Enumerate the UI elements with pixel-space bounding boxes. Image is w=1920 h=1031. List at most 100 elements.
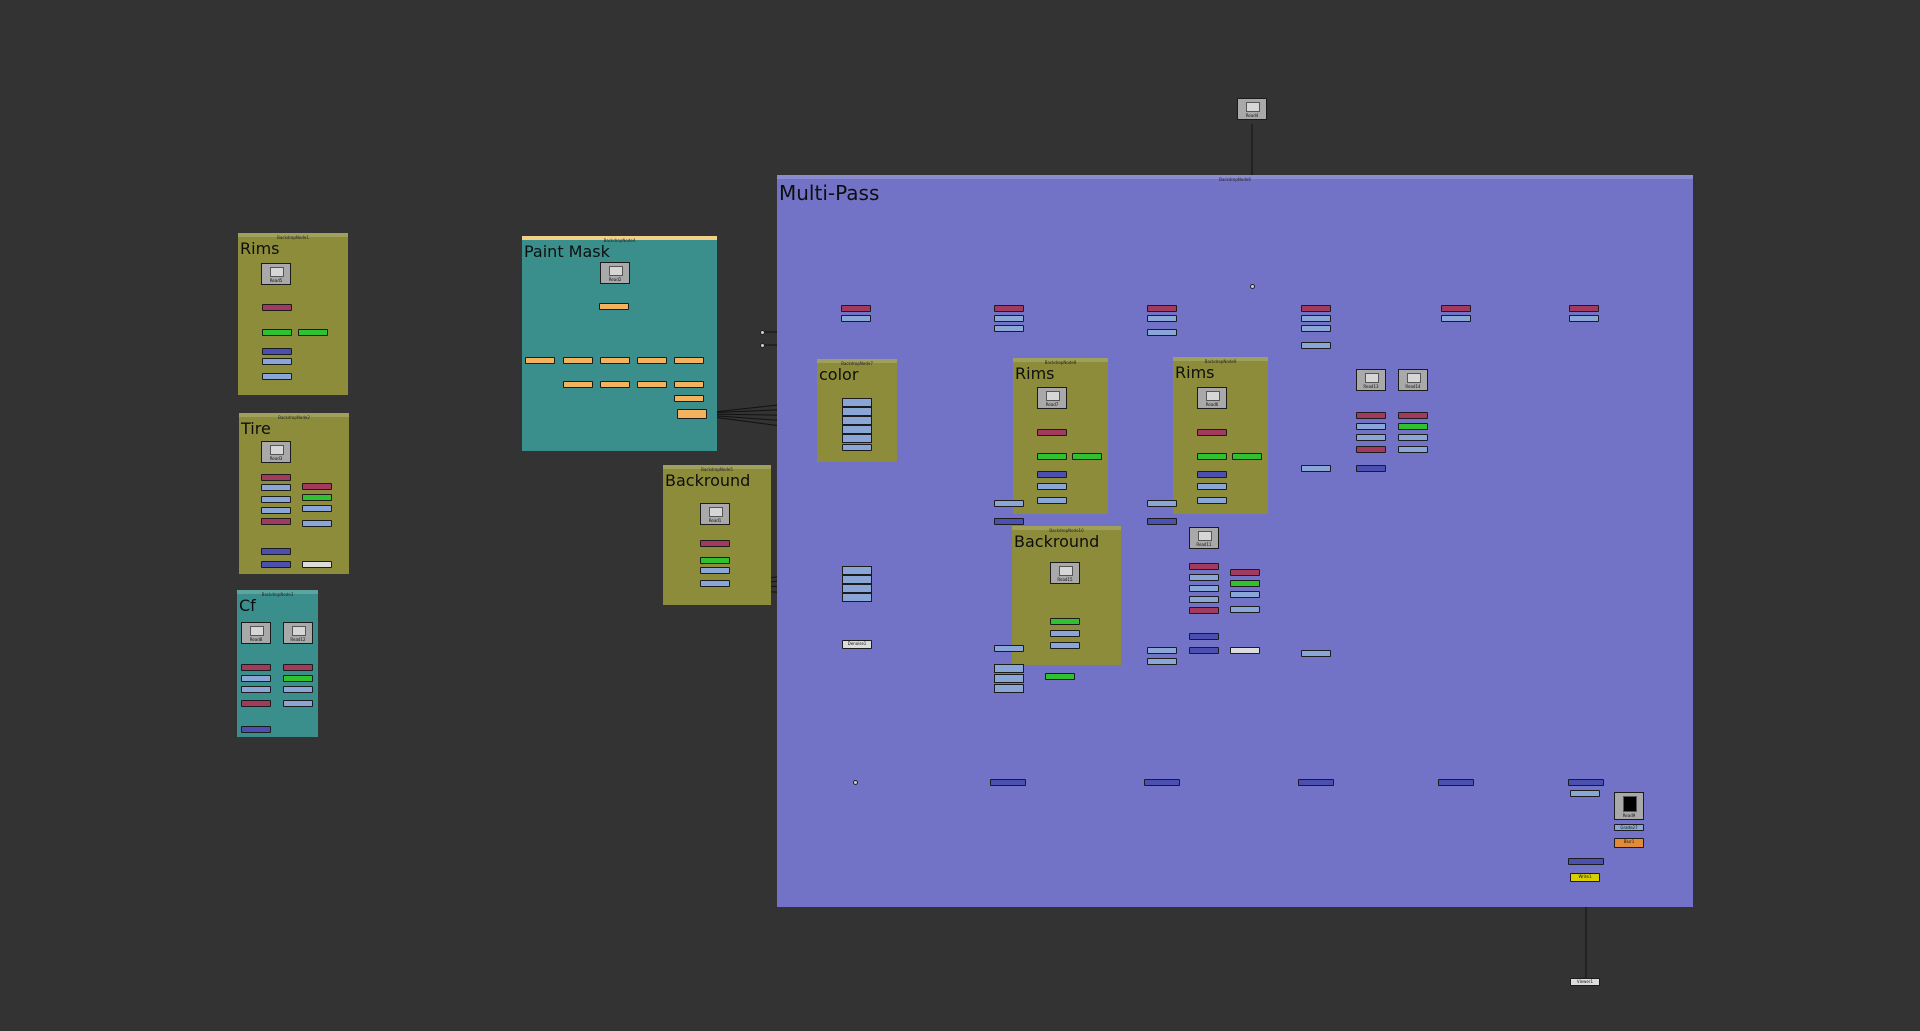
grade-node[interactable] <box>1398 446 1428 453</box>
grade-node[interactable] <box>283 686 313 693</box>
shuffle-node[interactable] <box>674 395 704 402</box>
backdrop-backround-inner[interactable]: BackdropNode10 Backround <box>1012 526 1121 665</box>
read-node[interactable]: Read11 <box>1189 527 1219 549</box>
shuffle-node[interactable] <box>1189 563 1219 570</box>
grade-node[interactable] <box>1398 434 1428 441</box>
read-node[interactable]: Read8 <box>241 622 271 644</box>
merge-node[interactable] <box>1197 471 1227 478</box>
grade-node[interactable] <box>1230 606 1260 613</box>
shuffle-node[interactable] <box>1398 412 1428 419</box>
grade-node[interactable] <box>1147 500 1177 507</box>
dot-node[interactable] <box>760 343 765 348</box>
shuffle-node[interactable] <box>1037 429 1067 436</box>
keyer-node[interactable] <box>302 494 332 501</box>
merge-node[interactable] <box>1298 779 1334 786</box>
merge-node[interactable] <box>842 584 872 593</box>
merge-node[interactable] <box>1438 779 1474 786</box>
read-node[interactable]: Read12 <box>283 622 313 644</box>
read-node[interactable]: Read6 <box>1197 387 1227 409</box>
write-node[interactable]: Write1 <box>1570 873 1600 882</box>
read-node[interactable]: Read9 <box>1614 792 1644 820</box>
shuffle-node[interactable] <box>994 305 1024 312</box>
keyer-node[interactable] <box>700 557 730 564</box>
blur-node[interactable]: Blur1 <box>1614 838 1644 848</box>
shuffle-node[interactable] <box>1230 569 1260 576</box>
merge-node[interactable] <box>637 381 667 388</box>
shuffle-node[interactable] <box>261 518 291 525</box>
grade-node[interactable] <box>262 373 292 380</box>
roto-node[interactable] <box>525 357 555 364</box>
grade-node[interactable] <box>1189 596 1219 603</box>
merge-node[interactable] <box>842 407 872 416</box>
grade27-node[interactable]: Grade27 <box>1614 824 1644 831</box>
grade-node[interactable] <box>1301 465 1331 472</box>
grade-node[interactable] <box>302 505 332 512</box>
shuffle-node[interactable] <box>241 700 271 707</box>
backdrop-rims[interactable]: BackdropNode1 Rims <box>238 233 348 395</box>
merge-node[interactable] <box>262 348 292 355</box>
read-node[interactable]: Read13 <box>1356 369 1386 391</box>
premult-node[interactable] <box>302 561 332 568</box>
shuffle-node[interactable] <box>1441 305 1471 312</box>
viewer-node[interactable]: Viewer1 <box>1570 978 1600 986</box>
merge-node[interactable] <box>994 674 1024 683</box>
shuffle-node[interactable] <box>1147 305 1177 312</box>
grade-node[interactable] <box>700 567 730 574</box>
merge-node[interactable] <box>1144 779 1180 786</box>
shuffle-node[interactable] <box>1569 305 1599 312</box>
shuffle-node[interactable] <box>241 664 271 671</box>
merge-node[interactable] <box>994 664 1024 673</box>
merge-node[interactable] <box>842 593 872 602</box>
read-node[interactable]: Read1 <box>700 503 730 525</box>
merge-node[interactable] <box>261 561 291 568</box>
merge-node[interactable] <box>842 566 872 575</box>
grade-node[interactable] <box>1037 483 1067 490</box>
keyer-node[interactable] <box>298 329 328 336</box>
keyer-node[interactable] <box>1232 453 1262 460</box>
read-node[interactable]: Read7 <box>1037 387 1067 409</box>
roto-node[interactable] <box>563 357 593 364</box>
merge-node[interactable] <box>990 779 1026 786</box>
read-node[interactable]: Read3 <box>261 441 291 463</box>
merge-node[interactable] <box>1147 518 1177 525</box>
merge-node[interactable] <box>600 381 630 388</box>
grade-node[interactable] <box>994 315 1024 322</box>
grade-node[interactable] <box>1356 423 1386 430</box>
grade-node[interactable] <box>994 500 1024 507</box>
grade-node[interactable] <box>241 675 271 682</box>
grade-node[interactable] <box>994 325 1024 332</box>
read-node[interactable]: Read4 <box>1237 98 1267 120</box>
read-node[interactable]: Read15 <box>1050 562 1080 584</box>
grade-node[interactable] <box>1050 642 1080 649</box>
grade-node[interactable] <box>1301 325 1331 332</box>
roto-node[interactable] <box>637 357 667 364</box>
grade-node[interactable] <box>1441 315 1471 322</box>
merge-node[interactable] <box>563 381 593 388</box>
merge-node[interactable] <box>674 381 704 388</box>
merge-node[interactable] <box>1037 471 1067 478</box>
grade-node[interactable] <box>261 507 291 514</box>
grade-node[interactable] <box>1189 574 1219 581</box>
shuffle-node[interactable] <box>841 305 871 312</box>
grade-node[interactable] <box>262 358 292 365</box>
merge-node[interactable] <box>261 548 291 555</box>
grade-node[interactable] <box>700 580 730 587</box>
merge-node[interactable] <box>1568 779 1604 786</box>
merge-node[interactable] <box>1568 858 1604 865</box>
keyer-node[interactable] <box>1398 423 1428 430</box>
grade-node[interactable] <box>994 645 1024 652</box>
grade-node[interactable] <box>842 444 872 451</box>
dot-node[interactable] <box>853 780 858 785</box>
grade-node[interactable] <box>261 484 291 491</box>
shuffle-node[interactable] <box>262 304 292 311</box>
read-node[interactable]: Read2 <box>600 262 630 284</box>
keyer-node[interactable] <box>1197 453 1227 460</box>
backdrop-multi-pass[interactable]: BackdropNode6 Multi-Pass <box>777 175 1693 907</box>
grade-node[interactable] <box>1301 342 1331 349</box>
grade-node[interactable] <box>1197 497 1227 504</box>
shuffle-node[interactable] <box>261 474 291 481</box>
keyer-node[interactable] <box>262 329 292 336</box>
keyer-node[interactable] <box>1045 673 1075 680</box>
grade-node[interactable] <box>1570 790 1600 797</box>
